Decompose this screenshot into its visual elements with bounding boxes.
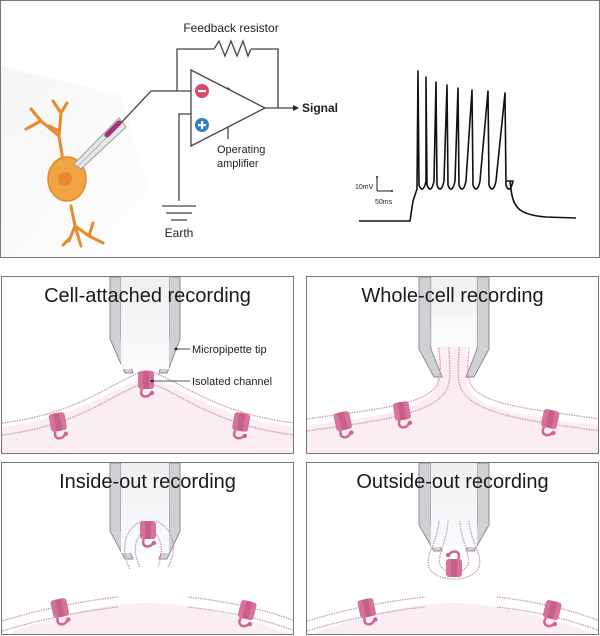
scale-voltage-label: 10mV [355, 184, 374, 191]
outside-out-illustration [307, 463, 598, 634]
signal-arrow-icon [293, 105, 299, 111]
cytoplasm [7, 603, 290, 634]
outside-out-panel: Outside-out recording [306, 462, 599, 635]
scale-time-label: 50ms [375, 199, 393, 206]
amplifier-label-line2: amplifier [217, 158, 259, 170]
micropipette-icon [418, 463, 490, 552]
cell-membrane [307, 596, 598, 632]
neuron-nucleus [58, 172, 72, 186]
whole-cell-illustration [307, 277, 598, 453]
cytoplasm [2, 377, 293, 453]
feedback-resistor-label: Feedback resistor [183, 21, 278, 35]
micropipette-icon [418, 277, 490, 378]
panel-title: Inside-out recording [59, 471, 236, 493]
scale-bar [376, 177, 392, 192]
inside-out-illustration [2, 463, 293, 634]
cell-attached-illustration: Micropipette tip Isolated channel [2, 277, 293, 453]
electrode-wire-icon [104, 120, 122, 138]
excised-membrane-vesicle [427, 520, 481, 580]
amplifier-label-line1: Operating [217, 144, 265, 156]
whole-cell-panel: Whole-cell recording [306, 276, 599, 454]
action-potential-trace [359, 70, 577, 222]
earth-label: Earth [165, 226, 194, 240]
panel-title: Cell-attached recording [44, 285, 251, 307]
cytoplasm [307, 347, 598, 453]
cell-attached-panel: Cell-attached recording Micropipette tip… [1, 276, 294, 454]
inside-out-panel: Inside-out recording [1, 462, 294, 635]
feedback-resistor-icon [209, 39, 252, 58]
signal-label: Signal [302, 101, 338, 115]
micropipette-tip-label: Micropipette tip [192, 344, 267, 356]
isolated-channel-icon [444, 550, 464, 579]
patch-clamp-circuit-panel: Feedback resistor Signal Operating ampli… [0, 0, 600, 258]
micropipette-icon [109, 463, 181, 560]
panel-title: Outside-out recording [356, 471, 549, 493]
neuron-icon [24, 99, 105, 248]
circuit-diagram: Feedback resistor Signal Operating ampli… [1, 21, 577, 257]
panel-title: Whole-cell recording [361, 285, 544, 307]
isolated-channel-label: Isolated channel [192, 376, 272, 388]
operating-amplifier-icon [190, 68, 267, 148]
cytoplasm [312, 603, 595, 634]
